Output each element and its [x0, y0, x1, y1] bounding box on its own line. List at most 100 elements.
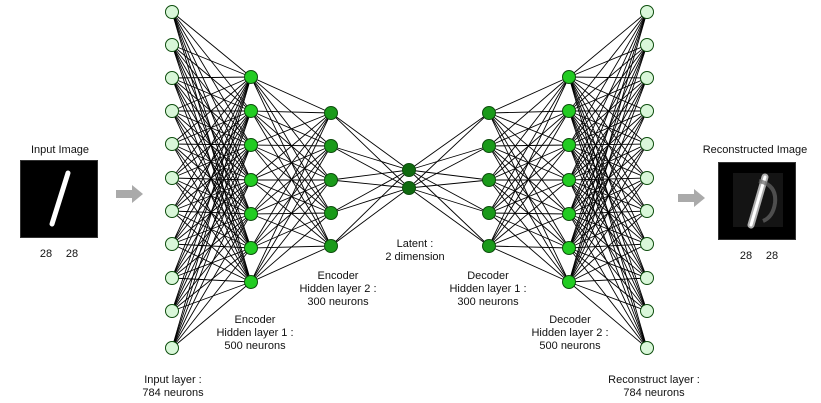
connection-line: [171, 179, 252, 349]
connection-line: [171, 143, 252, 181]
connection-line: [408, 145, 490, 189]
connection-line: [488, 112, 570, 215]
connection-line: [488, 179, 570, 214]
connection-line: [488, 213, 570, 247]
connection-line: [171, 76, 252, 179]
input-neuron: [165, 71, 179, 85]
dec2-neuron: [562, 70, 576, 84]
connection-line: [568, 11, 648, 249]
connection-line: [408, 179, 490, 189]
input-neuron: [165, 171, 179, 185]
connection-line: [250, 144, 332, 147]
digit-one-image: [49, 170, 71, 227]
connection-line: [408, 112, 490, 189]
enc2-neuron: [324, 239, 338, 253]
connection-line: [568, 11, 648, 78]
connection-line: [171, 44, 252, 78]
output-neuron: [640, 341, 654, 355]
input-neuron: [165, 137, 179, 151]
latent-neuron: [402, 181, 416, 195]
connection-line: [330, 187, 410, 247]
output-neuron: [640, 38, 654, 52]
connection-line: [250, 110, 332, 214]
connection-line: [250, 112, 332, 215]
dec2-neuron: [562, 207, 576, 221]
enc1-neuron: [244, 104, 258, 118]
connection-line: [171, 110, 252, 349]
connection-line: [171, 77, 252, 181]
dec1-neuron: [482, 106, 496, 120]
input-neuron: [165, 204, 179, 218]
connection-line: [250, 112, 332, 283]
connection-line: [171, 247, 252, 312]
decoder-hidden2-line1: Decoder: [549, 314, 591, 326]
connection-line: [568, 143, 648, 283]
output-neuron: [640, 237, 654, 251]
connection-line: [250, 76, 332, 147]
enc2-neuron: [324, 206, 338, 220]
encoder-hidden1-line1: Encoder: [234, 314, 276, 326]
connection-line: [408, 187, 490, 214]
connection-line: [568, 11, 648, 215]
connection-line: [250, 212, 332, 283]
connection-line: [330, 145, 410, 189]
connection-line: [568, 277, 648, 283]
enc1-neuron: [244, 241, 258, 255]
connection-line: [568, 44, 648, 283]
connection-line: [171, 76, 252, 279]
connection-line: [488, 76, 570, 147]
connection-line: [171, 213, 252, 349]
connection-line: [488, 179, 570, 247]
decoder-hidden2-line2: Hidden layer 2 :: [531, 327, 609, 339]
connection-line: [330, 169, 410, 247]
dec2-neuron: [562, 275, 576, 289]
connection-line: [250, 76, 332, 114]
connection-line: [488, 179, 570, 215]
reconstructed-digit-image: [733, 173, 783, 229]
enc1-neuron: [244, 173, 258, 187]
connection-line: [250, 245, 332, 283]
input-neuron: [165, 38, 179, 52]
decoder-hidden1-line2: Hidden layer 1 :: [449, 283, 527, 295]
output-neuron: [640, 171, 654, 185]
connection-line: [250, 110, 332, 114]
connection-line: [568, 11, 648, 146]
output-image-width: 28: [739, 250, 753, 262]
encoder-hidden2-line1: Encoder: [317, 270, 359, 282]
connection-line: [568, 77, 648, 283]
connection-line: [250, 144, 332, 247]
connection-line: [171, 281, 252, 349]
dec2-neuron: [562, 104, 576, 118]
input-neuron: [165, 271, 179, 285]
enc2-neuron: [324, 173, 338, 187]
connection-line: [568, 144, 648, 179]
connection-line: [488, 212, 570, 283]
connection-line: [330, 145, 410, 171]
input-layer-label: Input layer : 784 neurons: [118, 374, 228, 400]
connection-line: [488, 112, 570, 181]
latent-label-line1: Latent :: [396, 238, 434, 250]
network-connections: [171, 11, 648, 349]
encoder-hidden2-line3: 300 neurons: [307, 296, 369, 308]
input-image-height: 28: [65, 248, 79, 260]
enc1-neuron: [244, 275, 258, 289]
enc1-neuron: [244, 70, 258, 84]
input-layer-label-line1: Input layer :: [144, 374, 202, 386]
dec1-neuron: [482, 206, 496, 220]
connection-line: [171, 247, 252, 349]
encoder-hidden2-line2: Hidden layer 2 :: [299, 283, 377, 295]
encoder-hidden2-label: Encoder Hidden layer 2 : 300 neurons: [288, 270, 388, 309]
input-arrow-icon: [116, 185, 143, 203]
connection-line: [250, 144, 332, 181]
encoder-hidden1-label: Encoder Hidden layer 1 : 500 neurons: [205, 314, 305, 353]
connection-line: [568, 243, 648, 283]
connection-line: [250, 112, 332, 181]
connection-line: [568, 77, 648, 146]
connection-line: [568, 281, 648, 312]
connection-line: [250, 112, 332, 249]
connection-line: [568, 144, 648, 212]
connection-line: [171, 144, 252, 349]
connection-line: [488, 76, 570, 214]
input-neuron: [165, 104, 179, 118]
connection-line: [330, 179, 410, 189]
